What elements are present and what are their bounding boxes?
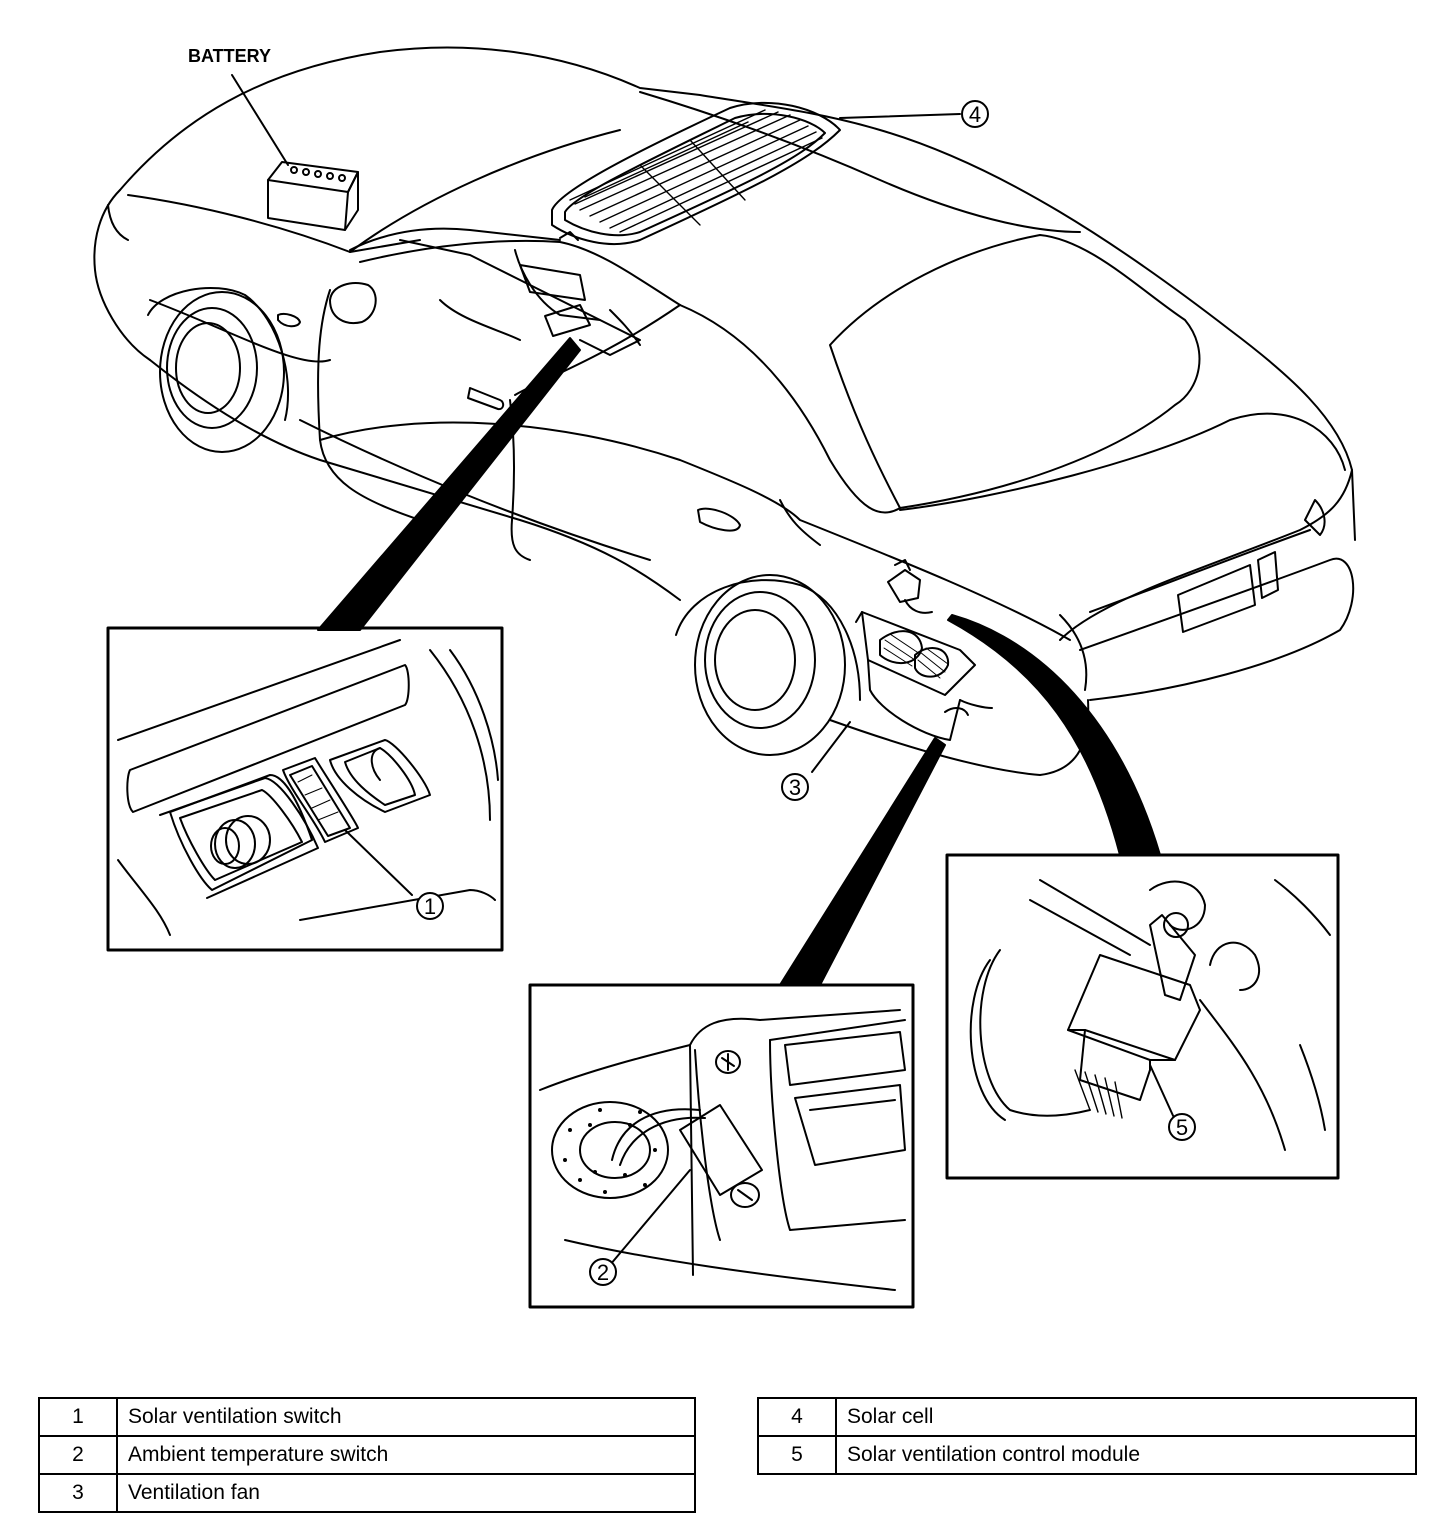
legend-table-left: 1 Solar ventilation switch 2 Ambient tem…: [38, 1397, 696, 1513]
legend-row: 5 Solar ventilation control module: [757, 1435, 1417, 1475]
callout-2: 2: [589, 1258, 617, 1286]
ventilation-fan-assembly: [855, 559, 993, 741]
battery-label: BATTERY: [188, 46, 271, 66]
callout-2-number: 2: [597, 1260, 609, 1285]
inset-control-module: [945, 853, 1340, 1180]
legend-number: 2: [38, 1435, 118, 1475]
car-outline: [93, 46, 1356, 776]
legend-number: 5: [757, 1435, 837, 1475]
legend-description: Solar cell: [835, 1397, 1417, 1437]
legend-row: 1 Solar ventilation switch: [38, 1397, 696, 1437]
legend-row: 4 Solar cell: [757, 1397, 1417, 1437]
legend-number: 1: [38, 1397, 118, 1437]
callout-3: 3: [781, 773, 809, 801]
front-wheel: [147, 287, 289, 453]
inset-ambient-switch: [528, 983, 915, 1309]
legend-row: 3 Ventilation fan: [38, 1473, 696, 1513]
callout-4: 4: [961, 100, 989, 128]
callout-1: 1: [416, 892, 444, 920]
legend-table-right: 4 Solar cell 5 Solar ventilation control…: [757, 1397, 1417, 1475]
legend-description: Ambient temperature switch: [116, 1435, 696, 1475]
solar-ventilation-diagram: 1 2 3 4 5 BATTERY: [93, 46, 1356, 1309]
legend-row: 2 Ambient temperature switch: [38, 1435, 696, 1475]
legend-description: Ventilation fan: [116, 1473, 696, 1513]
callout-1-number: 1: [424, 894, 436, 919]
callout-3-leader: [811, 721, 851, 773]
leader-beams: [317, 337, 1161, 986]
inset-switch-panel: [106, 626, 504, 952]
battery-icon: [231, 74, 359, 231]
rear-wheel: [675, 574, 861, 756]
callout-3-number: 3: [789, 775, 801, 800]
callout-5: 5: [1168, 1113, 1196, 1141]
legend-description: Solar ventilation control module: [835, 1435, 1417, 1475]
legend-number: 3: [38, 1473, 118, 1513]
callout-4-number: 4: [969, 102, 981, 127]
legend-number: 4: [757, 1397, 837, 1437]
solar-cell-panel: [551, 101, 961, 246]
callout-5-number: 5: [1176, 1115, 1188, 1140]
legend-description: Solar ventilation switch: [116, 1397, 696, 1437]
